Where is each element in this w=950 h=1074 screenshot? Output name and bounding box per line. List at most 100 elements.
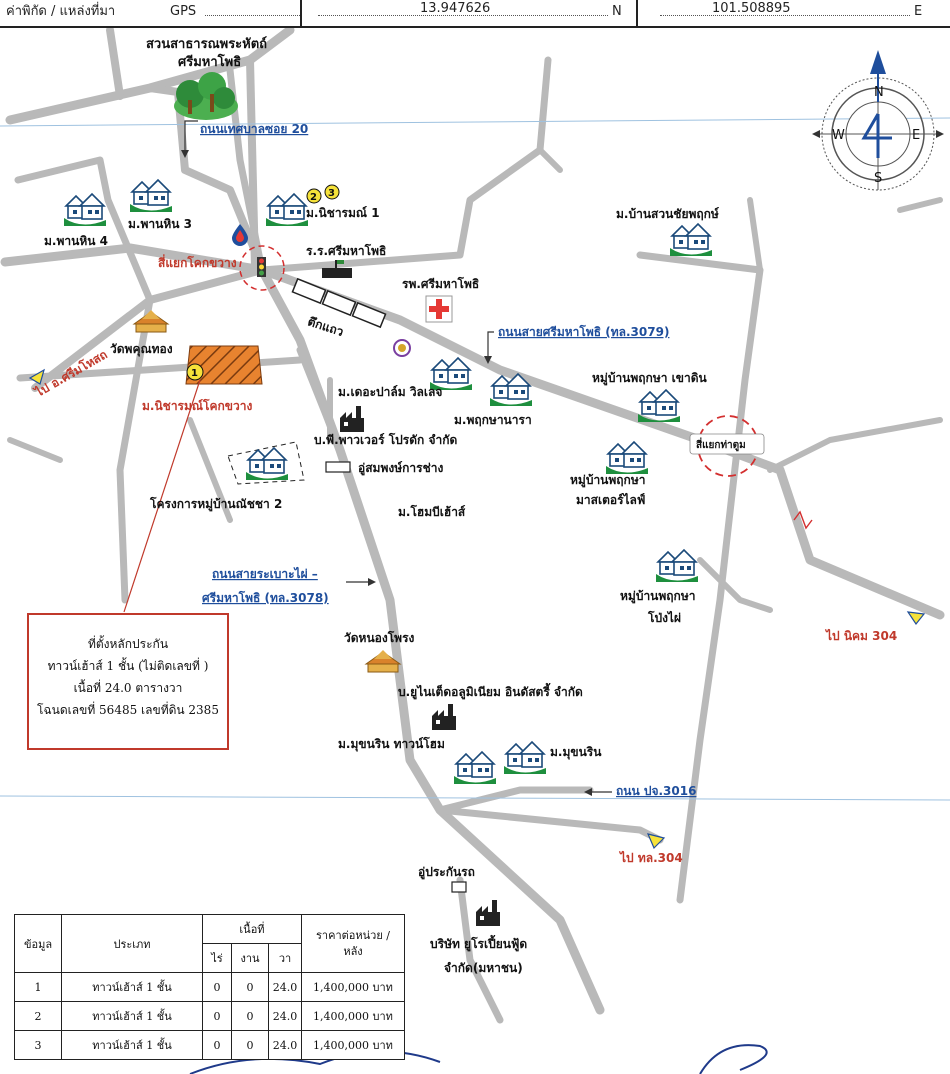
gps-lon: 101.508895 <box>712 1 791 16</box>
nicharm1-label: ม.นิชารมณ์ 1 <box>306 206 380 220</box>
gps-source: GPS <box>170 4 197 19</box>
legend-table: ข้อมูล ประเภท เนื้อที่ ราคาต่อหน่วย / หล… <box>14 914 405 1060</box>
shophouse-icon <box>291 277 387 329</box>
garage-ins-label: อู่ประกันรถ <box>418 865 475 880</box>
cell-ngan: 0 <box>231 1030 269 1060</box>
hospital-icon <box>425 295 453 323</box>
location-map: สวนสาธารณพระหัตถ์ ศรีมหาโพธิ ถนนเทศบาลซอ… <box>0 26 950 1074</box>
masterlife-label-1: หมู่บ้านพฤกษา <box>570 473 645 488</box>
compass-w: W <box>832 128 845 143</box>
legend-h-area: เนื้อที่ <box>202 914 302 944</box>
cell-no: 3 <box>14 1030 62 1060</box>
garage-ins-icon <box>451 881 467 893</box>
marker-3: 3 <box>328 188 335 199</box>
cell-wa: 24.0 <box>268 1001 302 1031</box>
bansuan-label: ม.บ้านสวนชัยพฤกษ์ <box>616 207 719 221</box>
signature-mark-2 <box>699 1044 768 1074</box>
school-label: ร.ร.ศรีมหาโพธิ <box>306 243 386 258</box>
company-power-label: บ.พี.พาวเวอร์ โปรดัก จำกัด <box>314 432 457 447</box>
to-304-label: ไป ทล.304 <box>618 850 683 865</box>
cell-price: 1,400,000 บาท <box>301 1030 405 1060</box>
cell-wa: 24.0 <box>268 972 302 1002</box>
cell-price: 1,400,000 บาท <box>301 972 405 1002</box>
table-row: 3 ทาวน์เฮ้าส์ 1 ชั้น 0 0 24.0 1,400,000 … <box>14 1030 405 1060</box>
cell-type: ทาวน์เฮ้าส์ 1 ชั้น <box>61 1001 203 1031</box>
house-icon-masterlife <box>605 441 649 475</box>
intersection-tha-label: สี่แยกท่าตูม <box>696 437 746 452</box>
gps-lat: 13.947626 <box>420 1 491 16</box>
cell-type: ทาวน์เฮ้าส์ 1 ชั้น <box>61 972 203 1002</box>
marker-1: 1 <box>191 368 198 379</box>
house-icon-panhin3 <box>129 179 173 213</box>
euro-label-1: บริษัท ยูโรเปี้ยนฟู้ด <box>430 934 527 952</box>
cell-rai: 0 <box>202 972 232 1002</box>
arrow-icon-nikhom <box>906 611 926 626</box>
break-mark <box>793 510 813 530</box>
marker-2: 2 <box>310 192 317 203</box>
cell-ngan: 0 <box>231 972 269 1002</box>
house-icon-panhin4 <box>63 193 107 227</box>
legend-h-wa: วา <box>268 943 302 973</box>
park-name-2: ศรีมหาโพธิ <box>178 53 241 70</box>
info-line-3: เนื้อที่ 24.0 ตารางวา <box>73 681 183 695</box>
wat-nongphrong-label: วัดหนองโพรง <box>344 630 415 645</box>
masterlife-label-2: มาสเตอร์ไลฟ์ <box>576 492 645 507</box>
phruksa-khaodin-label: หมู่บ้านพฤกษา เขาดิน <box>592 371 707 386</box>
legend-h-price: ราคาต่อหน่วย / หลัง <box>301 914 405 973</box>
gps-label: ค่าพิกัด / แหล่งที่มา <box>6 4 116 19</box>
intersection-kok-label: สี่แยกโคกขวาง <box>158 254 237 270</box>
to-nikhom-label: ไป นิคม 304 <box>824 628 897 643</box>
house-icon-nattacha <box>245 447 289 481</box>
park-name-1: สวนสาธารณพระหัตถ์ <box>146 36 267 52</box>
factory-icon-united <box>432 704 456 730</box>
arrow-icon-304 <box>646 833 666 850</box>
compass-icon: N S E W <box>812 50 944 191</box>
house-icon-bansuan <box>669 223 713 257</box>
road-3079-label: ถนนสายศรีมหาโพธิ (ทล.3079) <box>498 324 669 339</box>
seal-icon <box>393 339 411 357</box>
gas-station-icon <box>232 224 248 246</box>
cell-no: 1 <box>14 972 62 1002</box>
thepalm-label: ม.เดอะปาล์ม วิลเลจ <box>338 385 442 399</box>
gps-header: ค่าพิกัด / แหล่งที่มา GPS 13.947626 N 10… <box>0 0 950 28</box>
info-line-1: ที่ตั้งหลักประกัน <box>87 637 169 651</box>
info-line-2: ทาวน์เฮ้าส์ 1 ชั้น (ไม่ติดเลขที่ ) <box>47 659 209 673</box>
compass-n: N <box>874 85 884 100</box>
park-icon <box>174 72 238 120</box>
legend-h-ngan: งาน <box>231 943 269 973</box>
house-icon-pongpai <box>655 549 699 583</box>
cell-ngan: 0 <box>231 1001 269 1031</box>
arrow-icon <box>28 368 45 385</box>
nicharm-kok-label: ม.นิชารมณ์โคกขวาง <box>142 398 252 413</box>
homebee-label: ม.โฮมบีเฮ้าส์ <box>398 504 466 519</box>
phruksanara-label: ม.พฤกษานารา <box>454 413 532 427</box>
cell-no: 2 <box>14 1001 62 1031</box>
road-3078-label-2: ศรีมหาโพธิ (ทล.3078) <box>202 590 329 605</box>
cell-type: ทาวน์เฮ้าส์ 1 ชั้น <box>61 1030 203 1060</box>
traffic-light-icon <box>239 245 285 291</box>
road-soi20-label: ถนนเทศบาลซอย 20 <box>200 122 308 136</box>
legend-h-price-2: หลัง <box>343 944 363 958</box>
wat-khunthong-label: วัดพคุณทอง <box>110 342 173 357</box>
road-3078-label-1: ถนนสายระเบาะไผ่ – <box>212 566 318 581</box>
gps-lon-suffix: E <box>914 4 923 19</box>
house-icon-mukharin-town <box>453 751 497 785</box>
road-pj3016-label: ถนน ปจ.3016 <box>616 784 696 798</box>
factory-icon-power <box>340 406 364 432</box>
compass-s: S <box>874 171 882 186</box>
info-line-4: โฉนดเลขที่ 56485 เลขที่ดิน 2385 <box>37 703 219 717</box>
euro-label-2: จำกัด(มหาชน) <box>444 961 523 975</box>
panhin4-label: ม.พานหิน 4 <box>44 234 108 248</box>
shophouse-label: ตึกแถว <box>306 314 346 339</box>
callout-line <box>123 379 201 613</box>
mukharin-label: ม.มุขนริน <box>550 745 602 760</box>
legend-h-type: ประเภท <box>61 914 203 973</box>
legend-h-no: ข้อมูล <box>14 914 62 973</box>
hospital-label: รพ.ศรีมหาโพธิ <box>402 276 479 291</box>
united-alu-label: บ.ยูไนเต็ดอลูมิเนียม อินดัสตรี้ จำกัด <box>398 682 583 700</box>
house-icon-nicharm1 <box>265 193 309 227</box>
compass-e: E <box>912 128 920 143</box>
gps-lat-suffix: N <box>612 4 622 19</box>
pongpai-label-2: โป่งไผ่ <box>647 610 681 625</box>
garage-label: อู่สมพงษ์การช่าง <box>358 461 443 476</box>
